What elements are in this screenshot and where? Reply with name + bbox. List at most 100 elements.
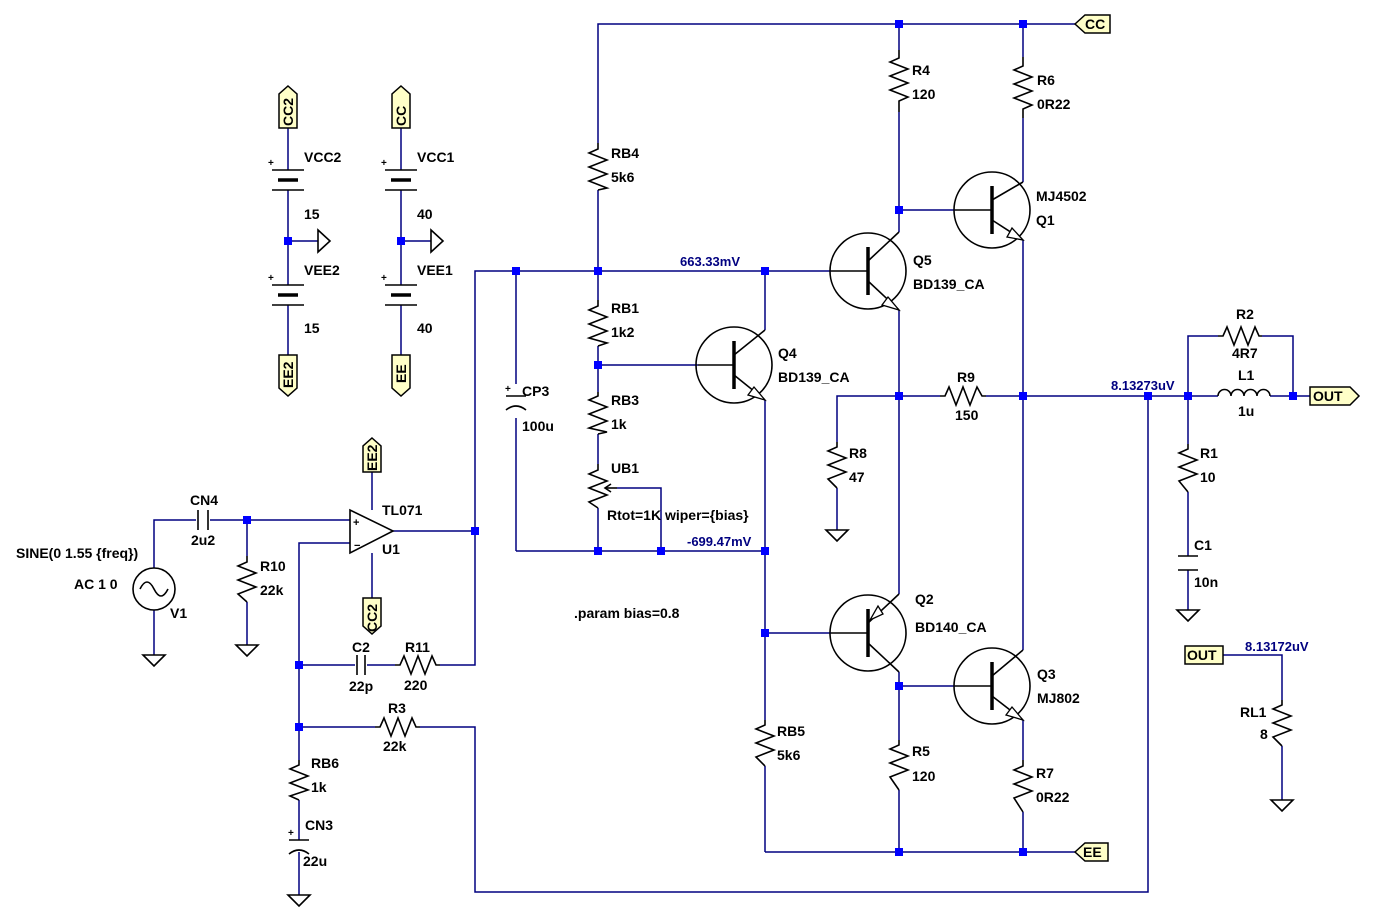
svg-text:EE2: EE2 bbox=[364, 444, 380, 471]
label-v1-ac: AC 1 0 bbox=[74, 576, 118, 592]
net-flag-ee[interactable]: EE bbox=[391, 354, 411, 398]
svg-text:+: + bbox=[353, 517, 359, 529]
svg-text:EE2: EE2 bbox=[280, 361, 296, 388]
label-q3-model: MJ802 bbox=[1037, 690, 1080, 706]
resistor-rb1[interactable] bbox=[586, 300, 610, 347]
resistor-r2[interactable] bbox=[1218, 324, 1262, 348]
spice-directive-param[interactable]: .param bias=0.8 bbox=[574, 605, 680, 621]
transistor-q1[interactable] bbox=[953, 171, 1031, 249]
label-c2-value: 22p bbox=[349, 678, 373, 694]
label-vcc1-value: 40 bbox=[417, 206, 433, 222]
label-c2-name: C2 bbox=[352, 639, 370, 655]
capacitor-c2[interactable] bbox=[356, 655, 366, 675]
ground-icon bbox=[1269, 799, 1295, 813]
voltage-bias-bottom: -699.47mV bbox=[687, 534, 752, 549]
svg-text:+: + bbox=[381, 158, 387, 169]
label-cn4-value: 2u2 bbox=[191, 532, 215, 548]
resistor-rb6[interactable] bbox=[287, 760, 311, 801]
battery-vcc1[interactable]: + bbox=[381, 158, 417, 191]
ground-icon bbox=[317, 228, 332, 254]
label-r11-name: R11 bbox=[405, 639, 430, 655]
resistor-r9[interactable] bbox=[940, 384, 986, 408]
resistor-r11[interactable] bbox=[395, 653, 440, 677]
label-r2-name: R2 bbox=[1236, 306, 1254, 322]
transistor-q4[interactable] bbox=[695, 326, 773, 404]
ground-symbols bbox=[141, 228, 1295, 908]
label-r6-value: 0R22 bbox=[1037, 96, 1071, 112]
net-flag-opamp-ee2[interactable]: EE2 bbox=[362, 436, 382, 473]
resistor-rb3[interactable] bbox=[586, 392, 610, 435]
label-q4-name: Q4 bbox=[778, 345, 797, 361]
label-r1-value: 10 bbox=[1200, 469, 1216, 485]
label-rb1-value: 1k2 bbox=[611, 324, 635, 340]
net-flag-cc-top[interactable]: CC bbox=[1073, 14, 1111, 34]
net-flag-out-load[interactable]: OUT bbox=[1184, 645, 1224, 665]
voltage-source-v1[interactable] bbox=[132, 567, 176, 611]
label-r6-name: R6 bbox=[1037, 72, 1055, 88]
label-r7-value: 0R22 bbox=[1036, 789, 1070, 805]
capacitor-c1[interactable] bbox=[1178, 555, 1198, 571]
svg-text:OUT: OUT bbox=[1187, 647, 1217, 663]
battery-vee1[interactable]: + bbox=[381, 273, 417, 306]
net-flag-cc[interactable]: CC bbox=[391, 84, 411, 129]
label-r4-name: R4 bbox=[912, 62, 930, 78]
resistor-rb4[interactable] bbox=[586, 143, 610, 191]
label-vcc2-value: 15 bbox=[304, 206, 320, 222]
svg-text:EE: EE bbox=[1083, 844, 1102, 860]
label-vee2-name: VEE2 bbox=[304, 262, 340, 278]
transistor-q5[interactable] bbox=[829, 231, 907, 312]
label-rb3-value: 1k bbox=[611, 416, 627, 432]
capacitor-cp3[interactable]: + bbox=[505, 384, 527, 411]
label-q5-name: Q5 bbox=[913, 252, 932, 268]
battery-vcc2[interactable]: + bbox=[268, 158, 304, 191]
capacitor-cn4[interactable] bbox=[197, 510, 209, 530]
net-flag-ee2[interactable]: EE2 bbox=[278, 354, 298, 398]
resistor-r4[interactable] bbox=[887, 50, 911, 112]
label-v1-name: V1 bbox=[170, 605, 187, 621]
resistor-r3[interactable] bbox=[375, 715, 420, 739]
label-cn3-name: CN3 bbox=[305, 817, 333, 833]
label-q1-name: Q1 bbox=[1036, 212, 1055, 228]
junctions bbox=[243, 20, 1297, 856]
label-vee1-name: VEE1 bbox=[417, 262, 453, 278]
inductor-l1[interactable] bbox=[1217, 388, 1271, 397]
label-ub1-name: UB1 bbox=[611, 460, 639, 476]
net-flag-cc2[interactable]: CC2 bbox=[278, 84, 298, 129]
ground-icon bbox=[1175, 609, 1201, 623]
label-rl1-value: 8 bbox=[1260, 726, 1268, 742]
svg-text:+: + bbox=[288, 828, 294, 839]
voltage-annotations: 663.33mV -699.47mV 8.13273uV 8.13172uV bbox=[680, 254, 1309, 654]
transistor-q3[interactable] bbox=[953, 647, 1031, 725]
ground-icon bbox=[430, 228, 445, 254]
label-r10-name: R10 bbox=[260, 558, 286, 574]
label-l1-name: L1 bbox=[1238, 367, 1255, 383]
resistor-r1[interactable] bbox=[1176, 444, 1200, 493]
resistor-r6[interactable] bbox=[1011, 57, 1035, 118]
label-ub1-value: Rtot=1K wiper={bias} bbox=[607, 507, 749, 523]
resistor-r5[interactable] bbox=[887, 740, 911, 791]
label-r9-name: R9 bbox=[957, 369, 975, 385]
capacitor-cn3[interactable]: + bbox=[288, 828, 310, 855]
label-q5-model: BD139_CA bbox=[913, 276, 985, 292]
resistor-rl1[interactable] bbox=[1270, 700, 1294, 747]
opamp-u1[interactable]: + − bbox=[349, 508, 395, 555]
label-r2-value: 4R7 bbox=[1232, 345, 1258, 361]
net-flag-opamp-cc2[interactable]: CC2 bbox=[362, 597, 382, 636]
resistor-rb5[interactable] bbox=[753, 720, 777, 767]
label-rb4-value: 5k6 bbox=[611, 169, 635, 185]
battery-vee2[interactable]: + bbox=[268, 273, 304, 306]
net-flag-out-main[interactable]: OUT bbox=[1309, 386, 1361, 406]
label-cn4-name: CN4 bbox=[190, 492, 218, 508]
ground-icon bbox=[234, 644, 260, 658]
potentiometer-ub1[interactable] bbox=[586, 464, 617, 509]
resistor-r8[interactable] bbox=[825, 442, 849, 489]
net-flag-ee-bottom[interactable]: EE bbox=[1073, 842, 1109, 862]
transistor-q2[interactable] bbox=[829, 593, 907, 673]
label-r10-value: 22k bbox=[260, 582, 284, 598]
label-rb6-value: 1k bbox=[311, 779, 327, 795]
label-r11-value: 220 bbox=[404, 677, 428, 693]
label-rb4-name: RB4 bbox=[611, 145, 639, 161]
resistor-r7[interactable] bbox=[1011, 760, 1035, 813]
resistor-r10[interactable] bbox=[235, 556, 259, 603]
